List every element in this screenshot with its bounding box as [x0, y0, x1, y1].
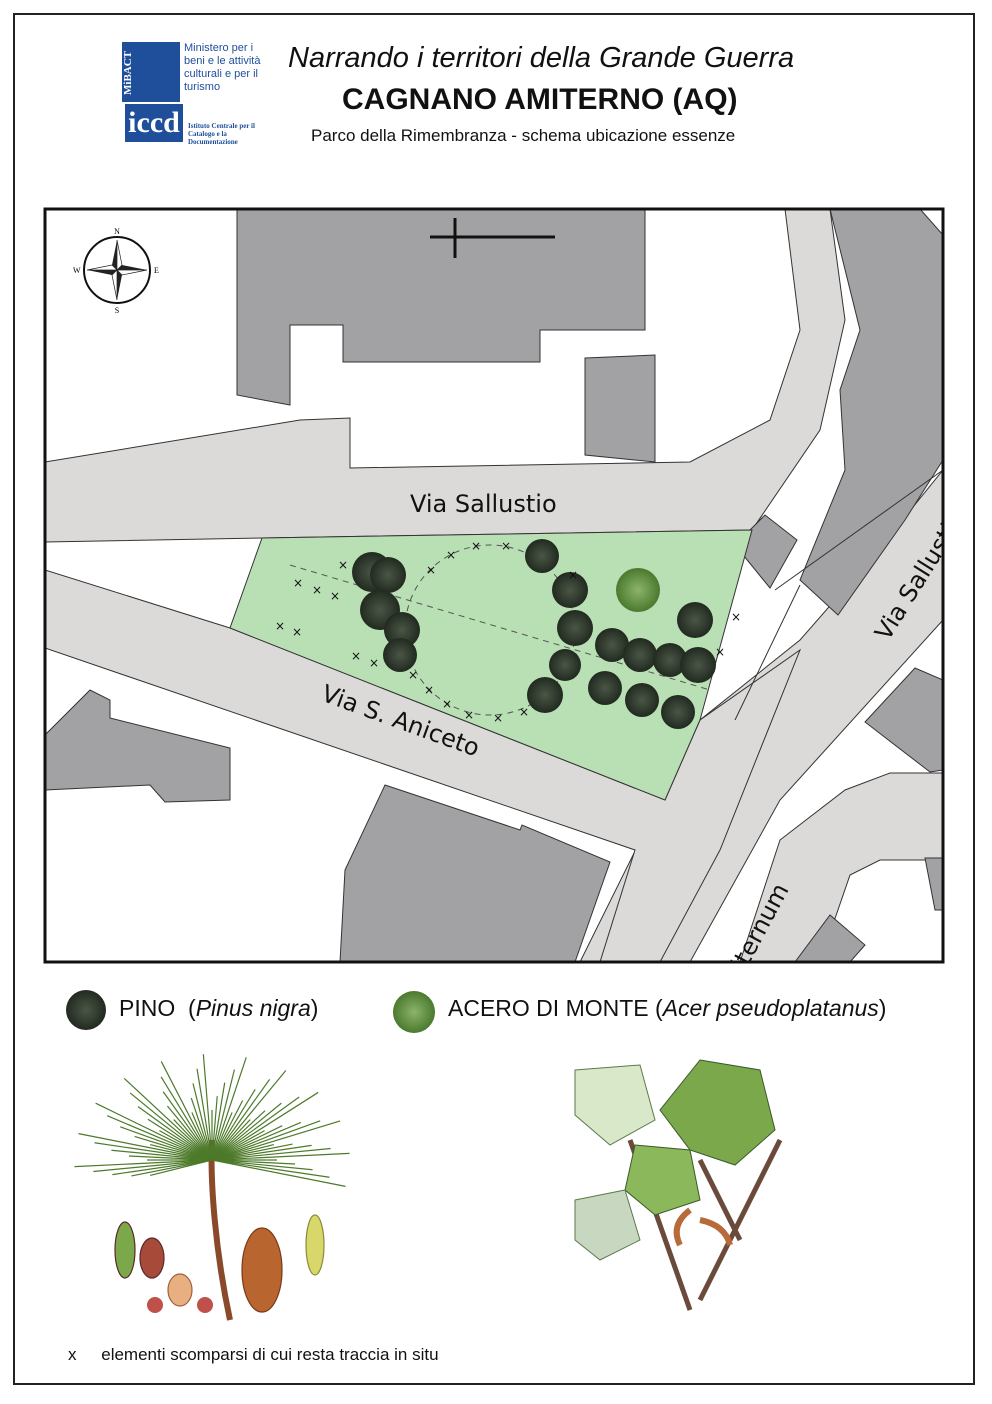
missing-tree-marker: × — [442, 697, 452, 711]
missing-tree-marker: × — [471, 539, 481, 553]
building — [864, 667, 943, 773]
iccd-logo: iccd — [125, 104, 183, 142]
ministry-name: Ministero per i beni e le attività cultu… — [184, 42, 261, 93]
svg-text:W: W — [73, 266, 81, 275]
missing-tree-marker: × — [369, 656, 379, 670]
missing-tree-marker: × — [519, 705, 529, 719]
missing-tree-marker: × — [446, 548, 456, 562]
footnote-text: elementi scomparsi di cui resta traccia … — [101, 1345, 439, 1364]
building — [794, 914, 866, 962]
building — [45, 689, 231, 803]
pinus-nigra-illustration — [74, 1054, 350, 1321]
project-title: Narrando i territori della Grande Guerra — [288, 42, 795, 74]
missing-tree-marker: × — [464, 708, 474, 722]
missing-tree-marker: × — [338, 558, 348, 572]
compass-rose-icon: N S E W — [73, 227, 159, 315]
missing-tree-marker: × — [424, 683, 434, 697]
legend-maple: ACERO DI MONTE (Acer pseudoplatanus) — [448, 995, 887, 1021]
missing-tree-marker: × — [293, 576, 303, 590]
map-subtitle: Parco della Rimembranza - schema ubicazi… — [311, 126, 736, 145]
road-amiternum — [739, 772, 943, 962]
missing-tree-marker: × — [292, 625, 302, 639]
missing-tree-marker: × — [351, 649, 361, 663]
street-label-via-sallustio: Via Sallustio — [410, 490, 557, 518]
missing-tree-marker: × — [330, 589, 340, 603]
footnote: x elementi scomparsi di cui resta tracci… — [68, 1345, 459, 1365]
building — [924, 857, 943, 911]
missing-tree-marker: × — [275, 619, 285, 633]
pine-legend-icon — [66, 990, 106, 1030]
building — [584, 354, 656, 463]
acer-pseudoplatanus-illustration — [574, 1059, 783, 1311]
svg-text:N: N — [114, 227, 120, 236]
mibact-logo: MiBACT — [122, 42, 180, 102]
mibact-iccd-logo: MiBACT Ministero per i beni e le attivit… — [100, 42, 270, 147]
maple-legend-icon — [393, 991, 435, 1033]
missing-marker-symbol: x — [68, 1345, 77, 1364]
maple-tree — [616, 568, 660, 612]
page-frame — [13, 13, 975, 1385]
map-border — [43, 207, 945, 964]
building — [799, 209, 943, 616]
missing-tree-marker: × — [493, 711, 503, 725]
building — [339, 784, 611, 962]
missing-tree-marker: × — [731, 610, 741, 624]
svg-text:E: E — [154, 266, 159, 275]
missing-tree-marker: × — [408, 668, 418, 682]
place-title: CAGNANO AMITERNO (AQ) — [342, 83, 738, 116]
legend-pine: PINO (Pinus nigra) — [119, 995, 319, 1021]
missing-tree-marker: × — [568, 568, 578, 582]
building — [236, 209, 646, 406]
missing-tree-marker: × — [426, 563, 436, 577]
missing-tree-marker: × — [312, 583, 322, 597]
missing-tree-marker: × — [715, 645, 725, 659]
iccd-name: Istituto Centrale per il Catalogo e la D… — [188, 122, 255, 146]
svg-text:S: S — [115, 306, 119, 315]
missing-tree-marker: × — [501, 539, 511, 553]
missing-tree-markers: × × × × × × × × × × × × × × × × × × × × × — [275, 539, 741, 725]
pine-trees — [352, 539, 716, 729]
